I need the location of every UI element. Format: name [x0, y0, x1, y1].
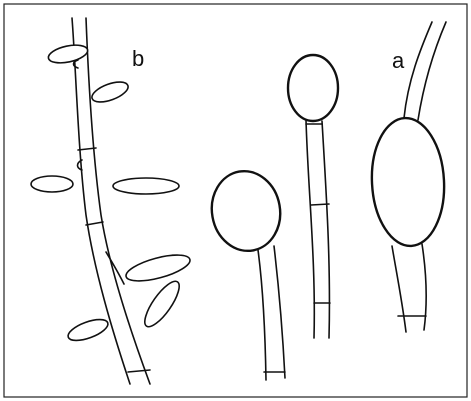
conidium [124, 250, 193, 286]
stalk-wall [322, 121, 329, 338]
stalk-septum [311, 204, 329, 205]
conidium [139, 277, 185, 332]
hypha-left-wall [392, 246, 406, 332]
hypha-septum [86, 222, 103, 225]
vesicle [288, 55, 338, 121]
vesicle-cell-left [206, 166, 287, 380]
panel-label-a: a [392, 48, 405, 73]
stalk-wall [274, 246, 285, 378]
vesicle [206, 166, 287, 257]
hypha-septum [128, 370, 150, 372]
hypha-left-wall [404, 22, 432, 118]
conidium [47, 42, 89, 66]
vesicle-cell-middle [288, 55, 338, 338]
swollen-cell [369, 116, 448, 248]
conidium [66, 315, 111, 344]
stalk-wall [306, 120, 314, 338]
hypha-right-wall [422, 244, 426, 330]
conidium [113, 178, 179, 194]
conidium [89, 78, 130, 106]
stalk-wall [258, 250, 266, 380]
panel-label-b: b [132, 46, 144, 71]
conidium [31, 176, 73, 192]
panel-a-cell [369, 22, 448, 332]
panel-b-conidia [31, 42, 192, 345]
hypha-right-wall [418, 22, 446, 120]
